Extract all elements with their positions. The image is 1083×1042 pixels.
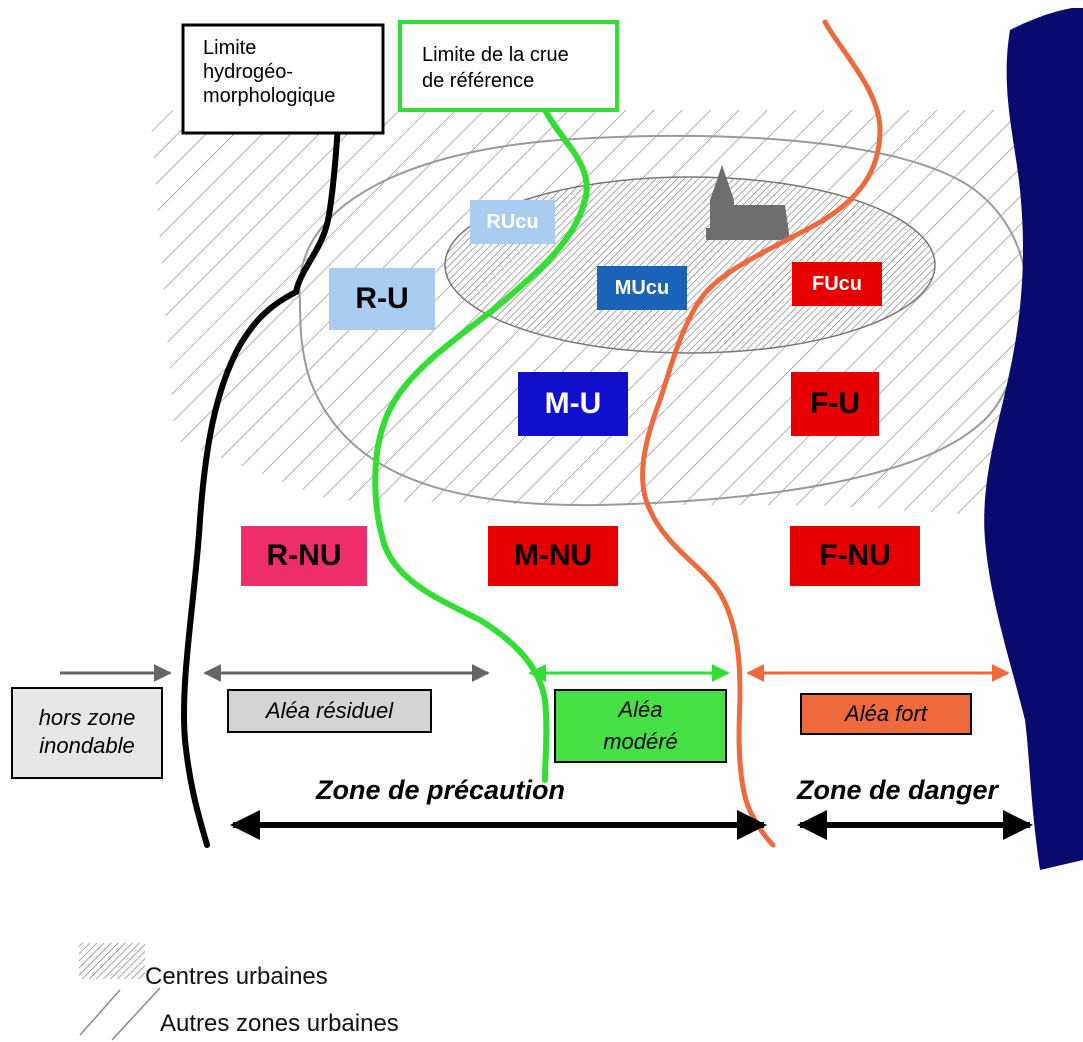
zone-fucu-box [792, 262, 882, 306]
hydro-limit-box [181, 23, 385, 135]
zone-mu-box [518, 372, 628, 436]
zone-fu-box [791, 372, 879, 436]
strong-hazard-limit-line [640, 19, 883, 848]
zone-rnu-box [241, 526, 367, 586]
zone-fucu-label: FUcu [812, 273, 862, 295]
flood-limit-line-2: de référence [422, 70, 535, 92]
hors-zone-line-2: inondable [39, 733, 135, 758]
zone-mucu-label: MUcu [614, 277, 670, 299]
danger-zone-label: Zone de danger [797, 775, 999, 805]
moderate-hazard-line-1: Aléa [618, 697, 663, 722]
zone-mu-label: M-U [544, 387, 602, 420]
hors-zone-label: hors zone inondable [12, 704, 162, 760]
precaution-zone-label: Zone de précaution [316, 775, 566, 805]
strong-hazard-box [800, 693, 972, 735]
flood-limit-box [398, 20, 619, 112]
zone-rucu-box [470, 200, 555, 244]
zone-mnu-label: M-NU [513, 539, 593, 572]
moderate-hazard-label: Aléa modéré [555, 694, 726, 758]
hydro-limit-line-2: hydrogéo- [203, 61, 294, 83]
hors-zone-box [11, 687, 163, 779]
zone-fu-label: F-U [810, 387, 860, 420]
hydro-limit-line-1: Limite [203, 37, 257, 59]
moderate-hazard-line-2: modéré [603, 729, 678, 754]
church-icon [706, 165, 790, 240]
legend-autres-label: Autres zones urbaines [160, 1010, 399, 1037]
strong-hazard-label: Aléa fort [845, 701, 927, 726]
zone-mucu-box [597, 266, 687, 310]
hydro-limit-label: Limite hydrogéo- morphologique [203, 36, 335, 108]
zone-fnu-box [790, 526, 920, 586]
river [984, 8, 1083, 870]
flood-limit-label: Limite de la crue de référence [422, 42, 569, 94]
hydrogeomorphological-limit-line [180, 122, 341, 848]
residual-hazard-label: Aléa résiduel [265, 698, 394, 723]
zone-rnu-label: R-NU [266, 539, 342, 572]
hors-zone-line-1: hors zone [38, 705, 136, 730]
legend-autres-swatch [79, 987, 161, 1041]
residual-hazard-box [227, 689, 432, 733]
zone-ru-label: R-U [355, 282, 409, 315]
zone-fnu-label: F-NU [819, 539, 891, 572]
zone-rucu-label: RUcu [486, 211, 539, 233]
zone-mnu-box [488, 526, 618, 586]
hydro-limit-line-3: morphologique [203, 85, 336, 107]
flood-limit-line-1: Limite de la crue [422, 44, 569, 66]
urban-center-hatch [444, 176, 936, 354]
legend-centres-swatch [79, 943, 145, 979]
legend-centres-label: Centres urbaines [145, 963, 328, 990]
moderate-hazard-box [554, 689, 727, 763]
zone-ru-box [329, 268, 435, 330]
